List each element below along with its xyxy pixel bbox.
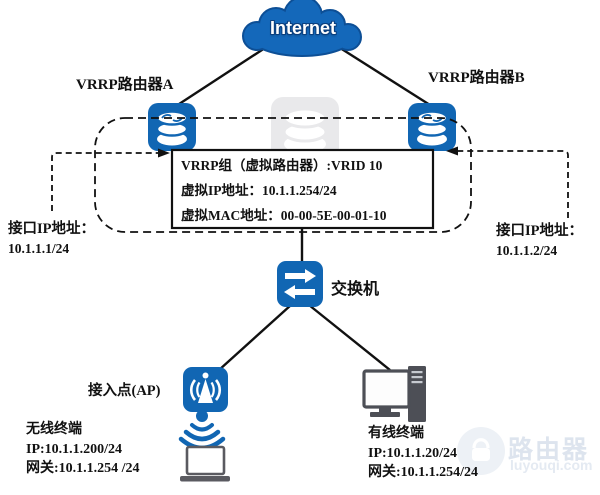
right-interface-pointer <box>446 146 569 218</box>
left-interface-label: 接口IP地址： <box>8 221 95 237</box>
link-switch-ap <box>218 304 292 371</box>
left-interface-info: 接口IP地址： 10.1.1.1/24 <box>8 219 95 259</box>
right-interface-label: 接口IP地址： <box>496 223 583 239</box>
wireless-terminal-title: 无线终端 <box>26 422 82 437</box>
laptop-icon <box>180 445 230 482</box>
wifi-signal-icon <box>178 410 226 451</box>
access-point-label: 接入点(AP) <box>88 383 161 399</box>
watermark-brand: 路由器 <box>508 436 590 464</box>
wired-terminal-ip: IP:10.1.1.20/24 <box>368 445 458 461</box>
internet-cloud <box>242 0 362 57</box>
watermark-site: luyouqi.com <box>510 457 593 473</box>
wireless-terminal-ip: IP:10.1.1.200/24 <box>26 441 123 457</box>
left-arrowhead <box>158 148 170 158</box>
desktop-pc-icon <box>362 366 426 422</box>
router-a-label: VRRP路由器A <box>76 77 174 93</box>
switch-label: 交换机 <box>331 281 380 298</box>
internet-label: Internet <box>269 18 336 38</box>
vrrp-info-box <box>170 148 435 230</box>
wired-terminal-title: 有线终端 <box>368 426 424 441</box>
left-interface-ip: 10.1.1.1/24 <box>8 241 70 256</box>
wired-terminal-gateway: 网关:10.1.1.254/24 <box>368 465 479 480</box>
router-a-icon <box>148 103 196 151</box>
link-switch-pc <box>308 304 391 371</box>
vrrp-group-dashed-boundary <box>94 117 472 233</box>
wireless-terminal-gateway: 网关:10.1.1.254 /24 <box>26 461 140 476</box>
right-interface-info: 接口IP地址： 10.1.1.2/24 <box>496 221 583 261</box>
wireless-terminal-info: 无线终端 IP:10.1.1.200/24 网关:10.1.1.254 /24 <box>26 420 140 479</box>
wired-terminal-info: 有线终端 IP:10.1.1.20/24 网关:10.1.1.254/24 <box>368 424 478 483</box>
left-interface-pointer <box>51 148 170 211</box>
watermark-badge <box>457 427 505 475</box>
switch-icon <box>277 261 323 307</box>
right-interface-ip: 10.1.1.2/24 <box>496 243 558 258</box>
link-cloud-router-b <box>336 44 431 107</box>
access-point-icon <box>183 367 228 412</box>
router-b-icon <box>408 103 456 151</box>
router-b-label: VRRP路由器B <box>428 70 525 86</box>
link-cloud-router-a <box>172 44 269 110</box>
vrrp-group-line: VRRP组（虚拟路由器）:VRID 10 <box>181 158 383 173</box>
virtual-ip-line: 虚拟IP地址：10.1.1.254/24 <box>181 183 337 198</box>
vrrp-info-text: VRRP组（虚拟路由器）:VRID 10 虚拟IP地址：10.1.1.254/2… <box>181 153 429 228</box>
virtual-mac-line: 虚拟MAC地址：00-00-5E-00-01-10 <box>181 208 387 223</box>
right-arrowhead <box>446 146 458 156</box>
